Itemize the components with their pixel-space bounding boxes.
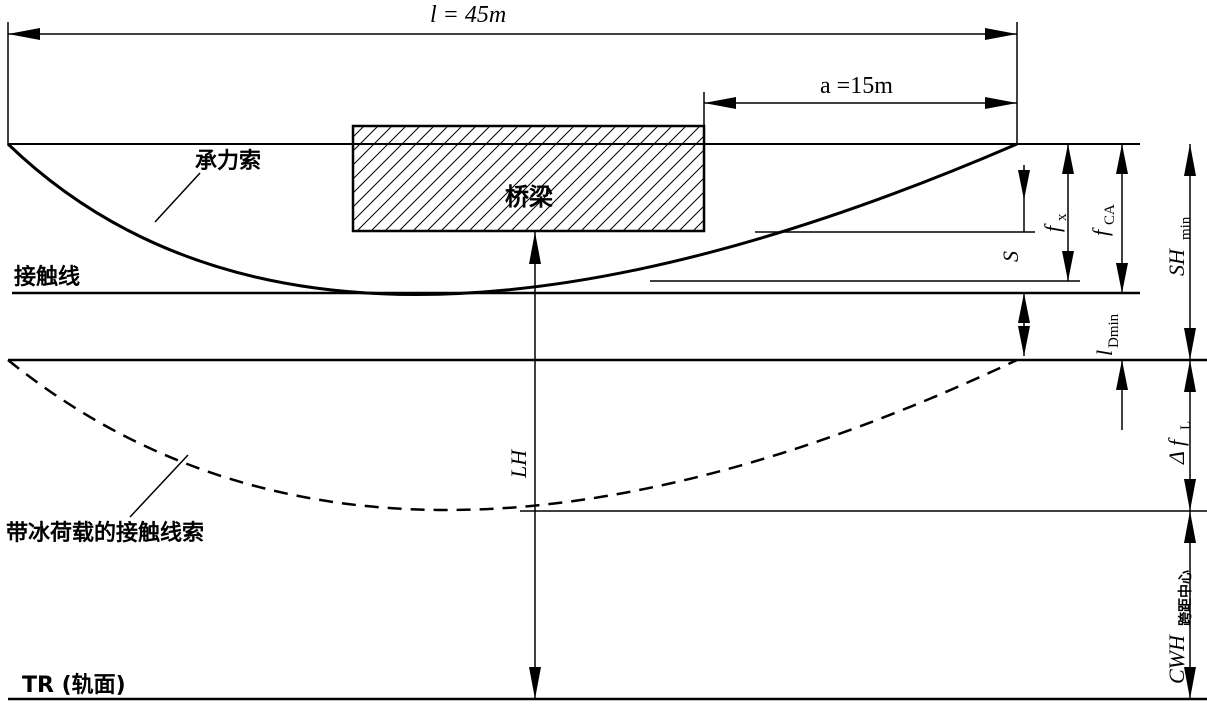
span-a-arrow-right [985, 97, 1017, 109]
messenger-wire-curve [6, 142, 1018, 296]
ldmin-arrow-top [1018, 293, 1030, 323]
svg-text:Δ f: Δ f [1164, 437, 1189, 465]
iced-contact-label: 带冰荷载的接触线索 [6, 520, 204, 546]
svg-text:Dmin: Dmin [1106, 313, 1122, 348]
span-l-arrow-left [8, 28, 40, 40]
dfl-label: Δ f L [1164, 421, 1194, 465]
lh-arrow-bottom [529, 667, 541, 699]
ldmin-label: l Dmin [1092, 313, 1122, 356]
cwh-label: CWH 跨距中心 [1164, 570, 1194, 684]
svg-text:min: min [1178, 216, 1194, 240]
lh-label: LH [506, 449, 531, 479]
ldmin2-arrow-bottom [1116, 263, 1128, 293]
messenger-leader [154, 172, 201, 223]
svg-text:f: f [1040, 223, 1065, 232]
span-l-label: l = 45m [430, 2, 506, 28]
cwh-arrow-top [1184, 511, 1196, 543]
fx-arrow [1018, 170, 1030, 200]
svg-text:L: L [1178, 421, 1194, 430]
iced-contact-leader [129, 454, 189, 518]
ldmin-arrow-bottom [1018, 326, 1030, 356]
shmin-label: SH min [1164, 216, 1194, 276]
dfl-arrow-bottom [1184, 479, 1196, 511]
svg-text:CWH: CWH [1164, 634, 1189, 684]
messenger-label: 承力索 [195, 149, 261, 174]
shmin-arrow-bottom [1184, 328, 1196, 360]
fca-arrow-bottom [1062, 251, 1074, 281]
lh-arrow-top [529, 232, 541, 264]
bridge-hatch [353, 126, 704, 231]
span-a-label: a =15m [820, 73, 893, 99]
fx-label: f x [1040, 213, 1070, 232]
bridge-outline [351, 124, 706, 233]
shmin-arrow-top [1184, 144, 1196, 176]
svg-text:l: l [1092, 350, 1117, 356]
contact-wire-label: 接触线 [14, 264, 80, 290]
svg-text:x: x [1054, 213, 1070, 221]
svg-text:f: f [1088, 227, 1113, 236]
svg-text:CA: CA [1102, 204, 1118, 225]
dfl-arrow-top [1184, 360, 1196, 392]
fca-arrow-top [1062, 144, 1074, 174]
fca-label: f CA [1088, 204, 1118, 236]
svg-text:SH: SH [1164, 248, 1189, 276]
ldmin2-arrow-top [1116, 144, 1128, 174]
bridge-label: 桥梁 [505, 183, 553, 211]
cwh-arrow-bottom [1184, 667, 1196, 699]
span-a-arrow-left [704, 97, 736, 109]
dfl-arrow-left [1116, 360, 1128, 390]
iced-contact-wire-curve [7, 358, 1018, 512]
rail-label: TR (轨面) [22, 672, 126, 698]
svg-text:跨距中心: 跨距中心 [1177, 570, 1194, 626]
s-label: S [998, 251, 1023, 262]
span-l-arrow-right [985, 28, 1017, 40]
